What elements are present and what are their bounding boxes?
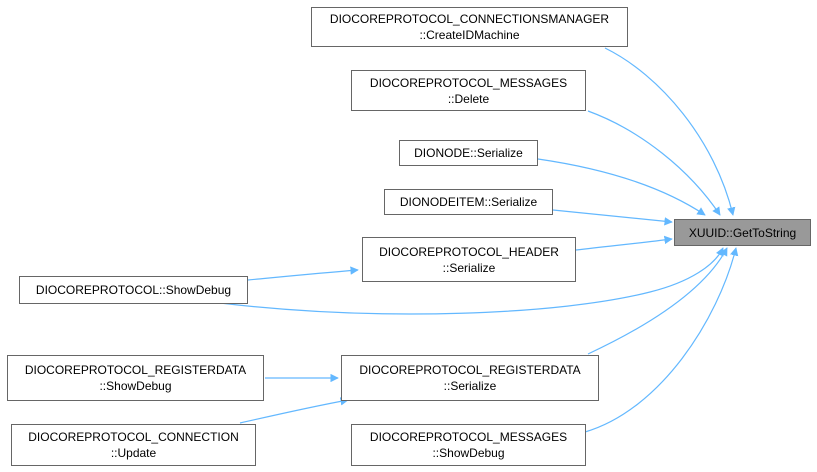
node-connection-update[interactable]: DIOCOREPROTOCOL_CONNECTION ::Update [11, 424, 256, 466]
node-registerdata-showdebug-class: DIOCOREPROTOCOL_REGISTERDATA [24, 363, 247, 377]
edge-messages-delete-to-gettostring [587, 110, 721, 216]
node-createidmachine-class: DIOCOREPROTOCOL_CONNECTIONSMANAGER [329, 12, 610, 26]
node-messages-showdebug[interactable]: DIOCOREPROTOCOL_MESSAGES ::ShowDebug [351, 424, 586, 466]
edge-showdebug-to-header [247, 266, 359, 281]
node-connection-update-class: DIOCOREPROTOCOL_CONNECTION [28, 430, 239, 444]
node-messages-delete[interactable]: DIOCOREPROTOCOL_MESSAGES ::Delete [351, 70, 586, 111]
edge-messages-showdebug-to-gettostring [584, 247, 739, 433]
edge-dionodeitem-to-gettostring [552, 209, 673, 226]
edge-header-to-gettostring [575, 235, 673, 251]
node-messages-delete-class: DIOCOREPROTOCOL_MESSAGES [369, 75, 568, 90]
edge-conn-update-to-regdata-serialize [239, 397, 349, 424]
edge-registerdata-serialize-to-gettostring [587, 247, 728, 355]
node-registerdata-serialize-method: ::Serialize [443, 379, 497, 393]
node-messages-showdebug-class: DIOCOREPROTOCOL_MESSAGES [369, 430, 568, 444]
node-createidmachine[interactable]: DIOCOREPROTOCOL_CONNECTIONSMANAGER ::Cre… [311, 7, 628, 47]
node-showdebug-label: DIOCOREPROTOCOL::ShowDebug [35, 283, 232, 297]
node-xuuid-gettostring[interactable]: XUUID::GetToString [674, 219, 811, 246]
node-dionode-serialize[interactable]: DIONODE::Serialize [399, 140, 538, 166]
node-registerdata-showdebug[interactable]: DIOCOREPROTOCOL_REGISTERDATA ::ShowDebug [7, 355, 264, 401]
node-header-serialize[interactable]: DIOCOREPROTOCOL_HEADER ::Serialize [362, 237, 576, 282]
node-dionodeitem-serialize-label: DIONODEITEM::Serialize [399, 195, 538, 209]
node-dionodeitem-serialize[interactable]: DIONODEITEM::Serialize [384, 189, 553, 215]
node-registerdata-showdebug-method: ::ShowDebug [99, 379, 172, 393]
edge-dionode-to-gettostring [537, 158, 706, 216]
node-header-serialize-method: ::Serialize [442, 260, 496, 275]
node-registerdata-serialize[interactable]: DIOCOREPROTOCOL_REGISTERDATA ::Serialize [341, 355, 599, 401]
node-connection-update-method: ::Update [110, 446, 157, 460]
node-header-serialize-class: DIOCOREPROTOCOL_HEADER [379, 244, 559, 259]
node-xuuid-gettostring-label: XUUID::GetToString [688, 225, 797, 240]
node-showdebug[interactable]: DIOCOREPROTOCOL::ShowDebug [19, 276, 248, 304]
node-dionode-serialize-label: DIONODE::Serialize [414, 146, 523, 160]
node-registerdata-serialize-class: DIOCOREPROTOCOL_REGISTERDATA [359, 363, 581, 377]
node-messages-delete-method: ::Delete [447, 91, 490, 106]
node-createidmachine-method: ::CreateIDMachine [419, 28, 520, 42]
node-messages-showdebug-method: ::ShowDebug [432, 446, 505, 460]
edge-createidmachine-to-gettostring [604, 47, 736, 216]
edge-showdebug-to-gettostring [219, 247, 724, 315]
